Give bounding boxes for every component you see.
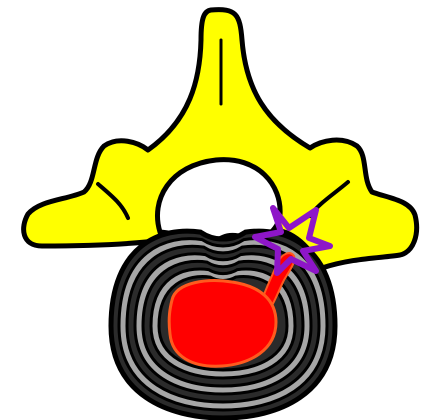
nucleus-pulposus — [169, 281, 276, 367]
